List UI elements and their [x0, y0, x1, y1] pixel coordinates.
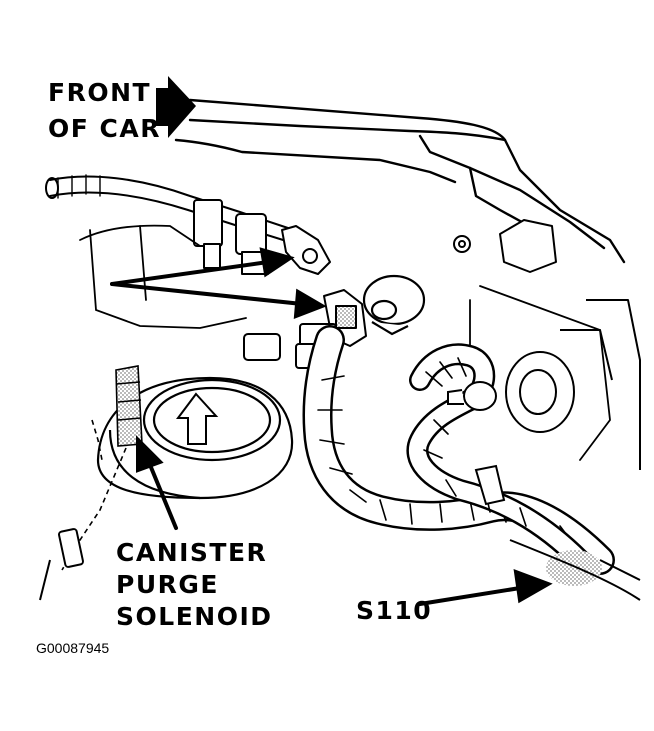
splice-s110 [546, 550, 602, 586]
canister-purge-solenoid-label-line1: CANISTER [116, 538, 268, 567]
upper-connectors [193, 199, 331, 275]
canister-purge-solenoid-label-line2: PURGE [116, 570, 219, 599]
right-components [453, 219, 641, 470]
callout-arrows [110, 247, 553, 606]
splice-s110-label: S110 [356, 596, 433, 625]
canister-purge-solenoid [115, 365, 143, 447]
front-of-car-label-line2: OF CAR [48, 114, 161, 143]
bulb-component [447, 381, 497, 411]
left-connector [39, 528, 84, 601]
front-of-car-label-line1: FRONT [48, 78, 152, 107]
lower-fender-line [509, 539, 641, 601]
round-component [362, 274, 426, 336]
mid-connectors [243, 289, 367, 369]
harness-clip [474, 464, 506, 506]
up-arrow-symbol [176, 392, 219, 445]
canister-purge-solenoid-label-line3: SOLENOID [116, 602, 273, 631]
front-arrow [156, 76, 196, 138]
upper-harness [45, 174, 301, 245]
figure-id-label: G00087945 [36, 640, 110, 656]
fender-outline [174, 98, 626, 264]
